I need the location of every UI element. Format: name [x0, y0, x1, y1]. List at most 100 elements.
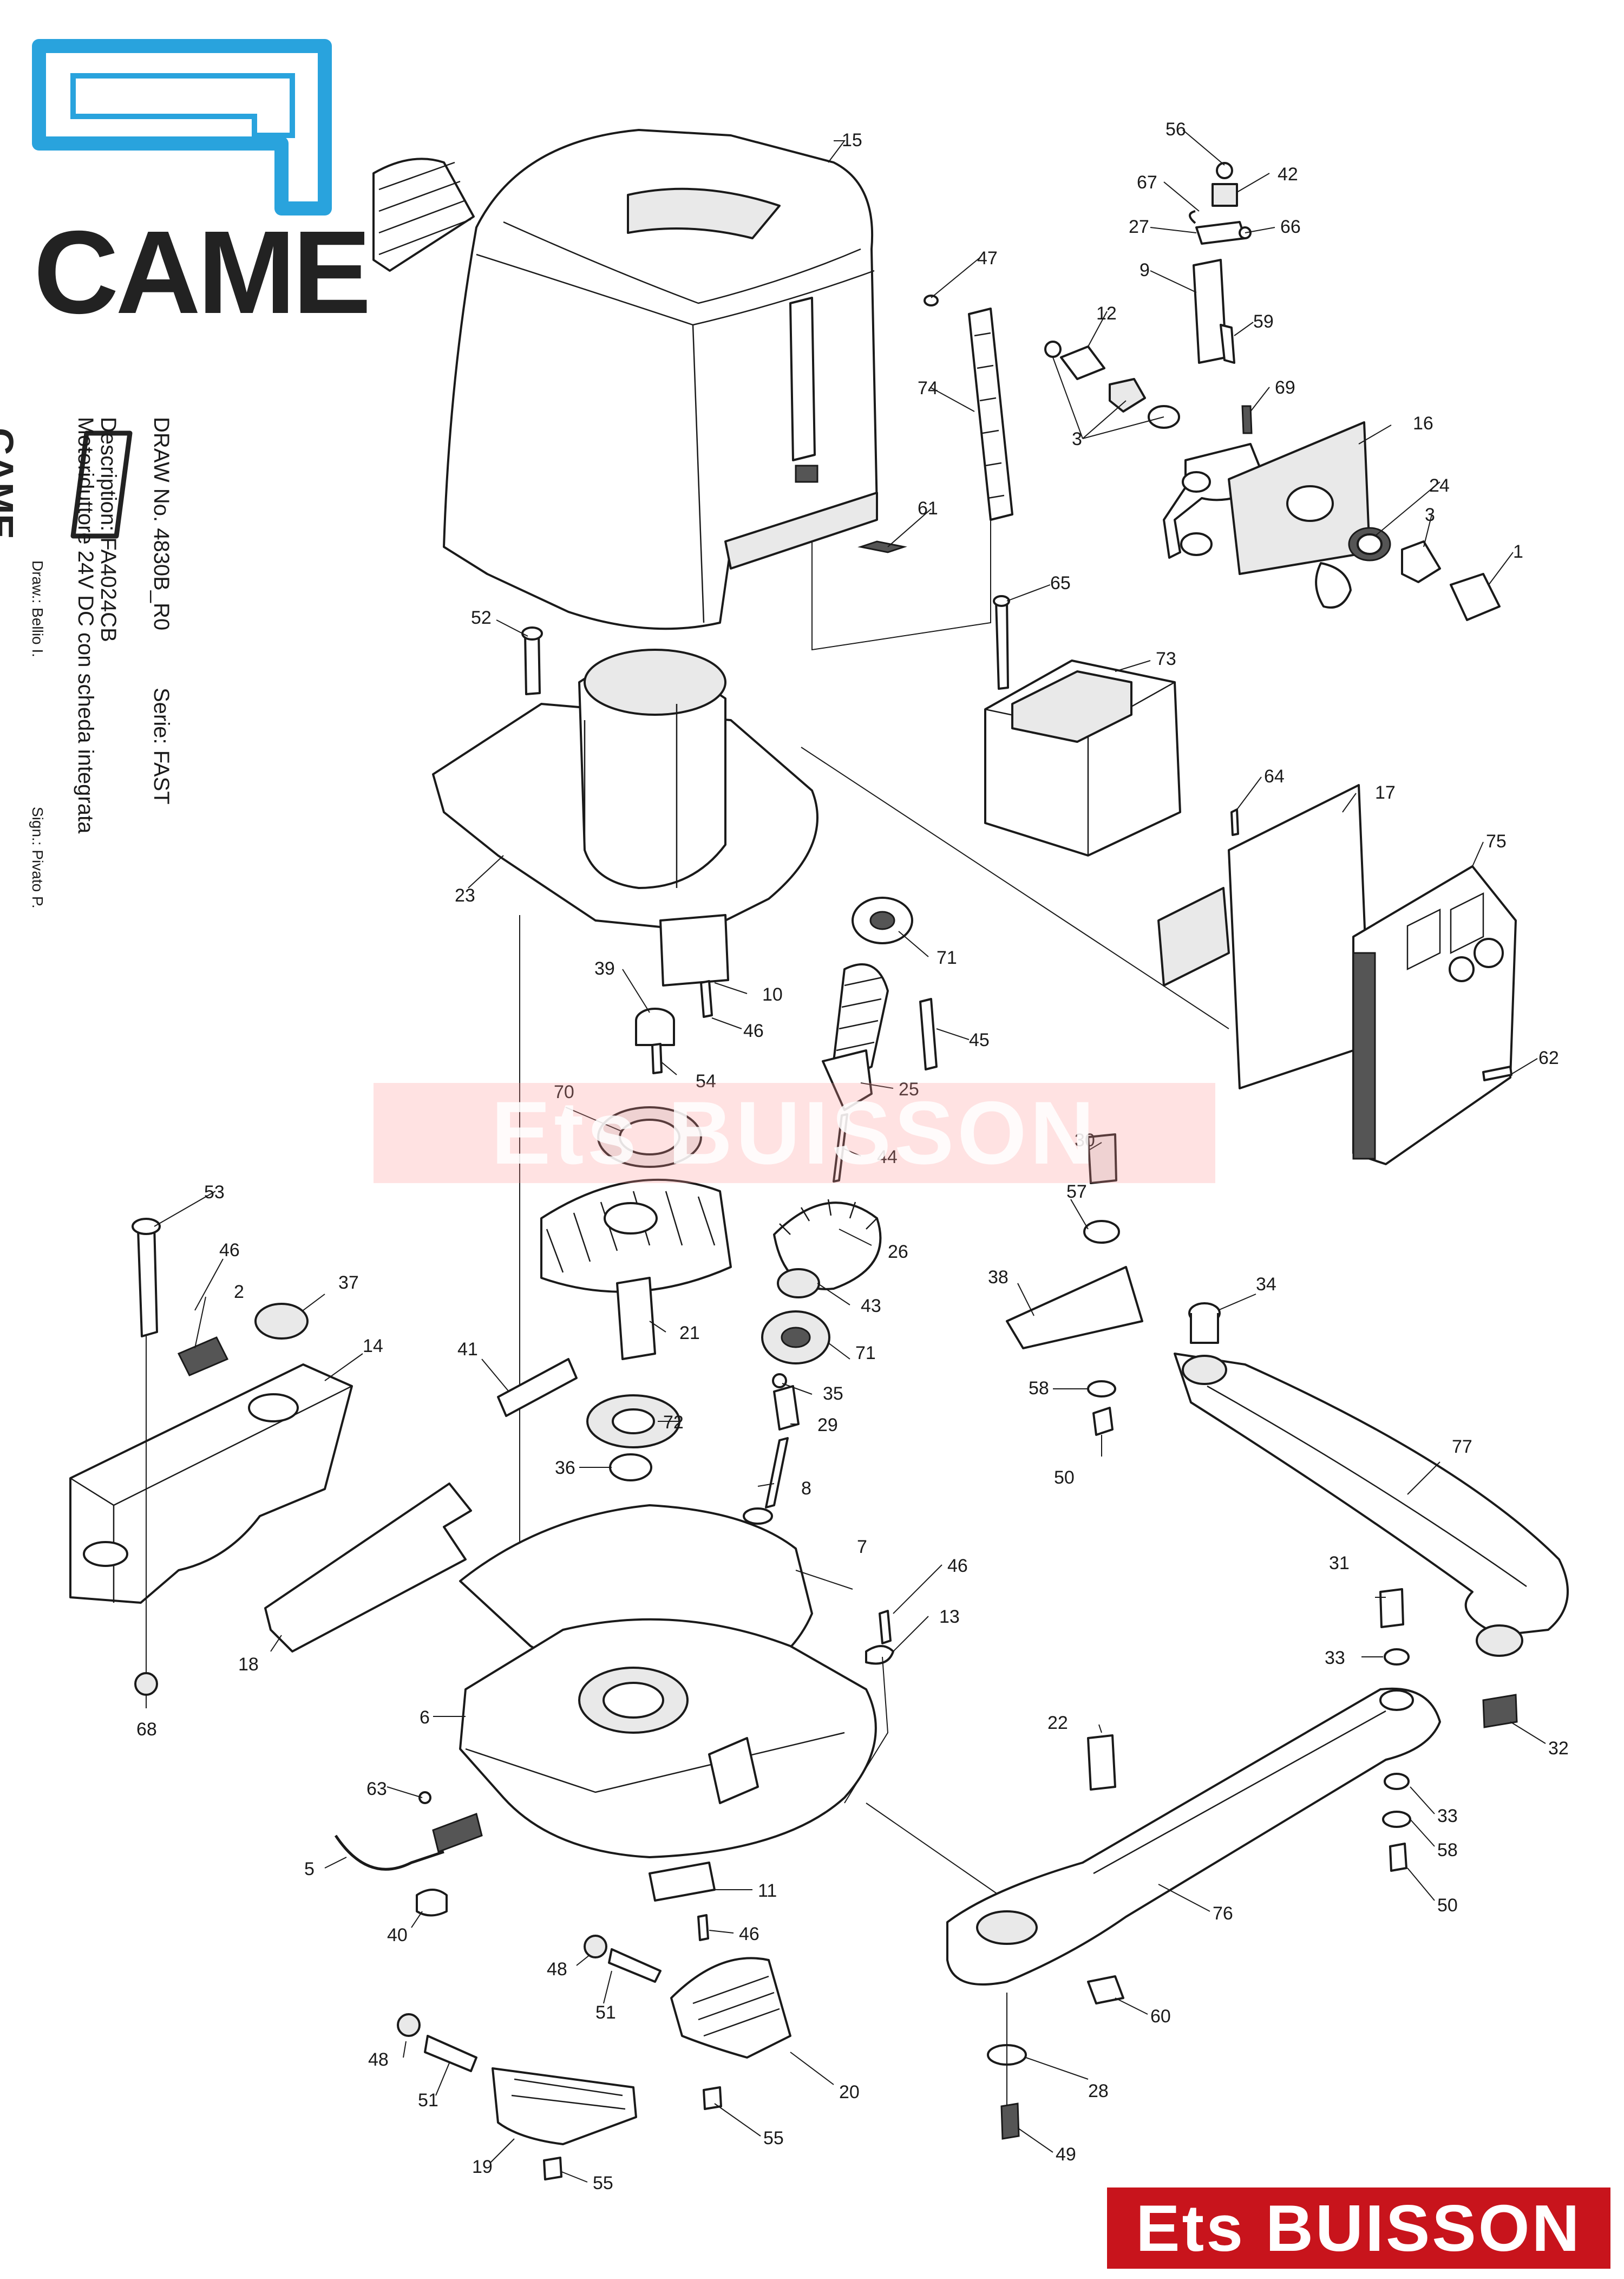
callout-70: 70	[554, 1082, 574, 1102]
callout-71a: 71	[937, 948, 957, 968]
callout-54: 54	[696, 1071, 716, 1092]
callout-69: 69	[1275, 377, 1295, 398]
callout-21: 21	[679, 1323, 700, 1343]
callout-15: 15	[842, 130, 862, 151]
callout-11: 11	[758, 1880, 777, 1901]
serie: Serie: FAST	[149, 688, 173, 805]
mounting-plate-part-14	[69, 1218, 472, 1696]
callout-75: 75	[1486, 831, 1507, 852]
draw-by: Draw.: Bellio I.	[29, 560, 46, 657]
callout-16: 16	[1413, 413, 1433, 434]
callout-3a: 3	[1072, 429, 1082, 449]
callout-61: 61	[918, 498, 938, 519]
callout-30: 30	[1075, 1130, 1095, 1151]
callout-48a: 48	[547, 1959, 567, 1980]
callout-19: 19	[472, 2157, 493, 2177]
came-logo	[32, 39, 332, 216]
callout-31: 31	[1329, 1553, 1350, 1573]
callout-36: 36	[555, 1458, 575, 1478]
callout-29: 29	[817, 1415, 838, 1435]
callout-13: 13	[939, 1607, 960, 1627]
callout-17: 17	[1375, 782, 1396, 803]
motor-part-23	[432, 626, 818, 1543]
callout-46b: 46	[219, 1240, 240, 1261]
callout-53: 53	[204, 1182, 225, 1203]
control-board-part-17-75	[801, 747, 1517, 1165]
gear-train	[497, 897, 938, 1525]
callout-55a: 55	[763, 2128, 784, 2149]
callout-71b: 71	[855, 1343, 876, 1363]
description: Description: FA4024CB	[96, 417, 120, 642]
callout-77: 77	[1452, 1436, 1472, 1457]
callout-68: 68	[136, 1719, 157, 1740]
screw-part-65	[993, 595, 1010, 690]
callout-28: 28	[1088, 2081, 1109, 2101]
callout-1: 1	[1513, 541, 1523, 562]
callout-12: 12	[1096, 303, 1117, 324]
callout-22: 22	[1047, 1713, 1068, 1733]
display-board-part-74	[811, 295, 1013, 651]
mechanical-stops	[397, 1935, 791, 2180]
callout-55b: 55	[593, 2173, 613, 2193]
callout-2: 2	[234, 1282, 244, 1302]
callout-73: 73	[1156, 649, 1176, 669]
watermark: Ets BUISSON	[374, 1083, 1215, 1183]
callout-41: 41	[457, 1339, 478, 1360]
callout-65: 65	[1050, 573, 1071, 593]
callout-76: 76	[1213, 1903, 1233, 1924]
callout-18: 18	[238, 1654, 259, 1675]
callout-7: 7	[857, 1537, 867, 1557]
callout-6: 6	[420, 1707, 430, 1728]
callout-33a: 33	[1325, 1648, 1345, 1668]
callout-74: 74	[918, 378, 938, 399]
callout-leaders	[146, 129, 1546, 2183]
callout-23: 23	[455, 885, 475, 906]
callout-labels: 15 56 42 67 27 66 9 47 12 59 74 69 3 16 …	[136, 119, 1569, 2193]
came-logo-mark	[32, 39, 332, 216]
callout-47: 47	[977, 248, 998, 269]
callout-67: 67	[1137, 172, 1157, 193]
callout-20: 20	[839, 2082, 860, 2102]
callout-46d: 46	[739, 1924, 759, 1944]
callout-10: 10	[762, 984, 783, 1005]
callout-24: 24	[1429, 475, 1450, 496]
lever-arm-part-76	[946, 1588, 1441, 2140]
came-wordmark-small: CAME	[0, 428, 21, 540]
callout-46a: 46	[743, 1021, 764, 1041]
callout-49: 49	[1056, 2144, 1076, 2165]
callout-58a: 58	[1029, 1378, 1049, 1399]
callout-66: 66	[1280, 217, 1301, 237]
callout-52: 52	[471, 608, 492, 628]
callout-48b: 48	[368, 2049, 389, 2070]
callout-50b: 50	[1437, 1895, 1458, 1916]
callout-43: 43	[861, 1296, 881, 1316]
callout-37: 37	[338, 1272, 359, 1293]
callout-51a: 51	[595, 2002, 616, 2023]
callout-32: 32	[1548, 1738, 1569, 1759]
callout-51b: 51	[418, 2090, 438, 2111]
cover-part-15	[443, 129, 878, 630]
callout-5: 5	[304, 1859, 315, 1879]
callout-9: 9	[1140, 260, 1150, 280]
callout-45: 45	[969, 1030, 990, 1050]
transmission-arm-part-77	[1174, 1302, 1569, 1728]
callout-34: 34	[1256, 1274, 1276, 1295]
callout-56: 56	[1165, 119, 1186, 140]
callout-59: 59	[1253, 311, 1274, 332]
callout-62: 62	[1538, 1048, 1559, 1068]
callout-63: 63	[366, 1779, 387, 1799]
signature-by: Sign.: Pivato P.	[29, 807, 46, 909]
callout-25: 25	[899, 1079, 919, 1100]
callout-60: 60	[1150, 2006, 1171, 2027]
callout-27: 27	[1129, 217, 1149, 237]
callout-38: 38	[988, 1267, 1009, 1288]
callout-8: 8	[801, 1478, 811, 1499]
limit-switch-cable-part-5	[334, 1791, 483, 1917]
description-line-2: Motoriduttore 24V DC con scheda integrat…	[74, 417, 97, 834]
release-lock-assembly	[1044, 162, 1501, 621]
callout-46c: 46	[947, 1556, 968, 1576]
small-logo-mark	[70, 430, 133, 539]
dealer-stamp: Ets BUISSON	[1107, 2187, 1610, 2269]
callout-57: 57	[1066, 1181, 1087, 1202]
